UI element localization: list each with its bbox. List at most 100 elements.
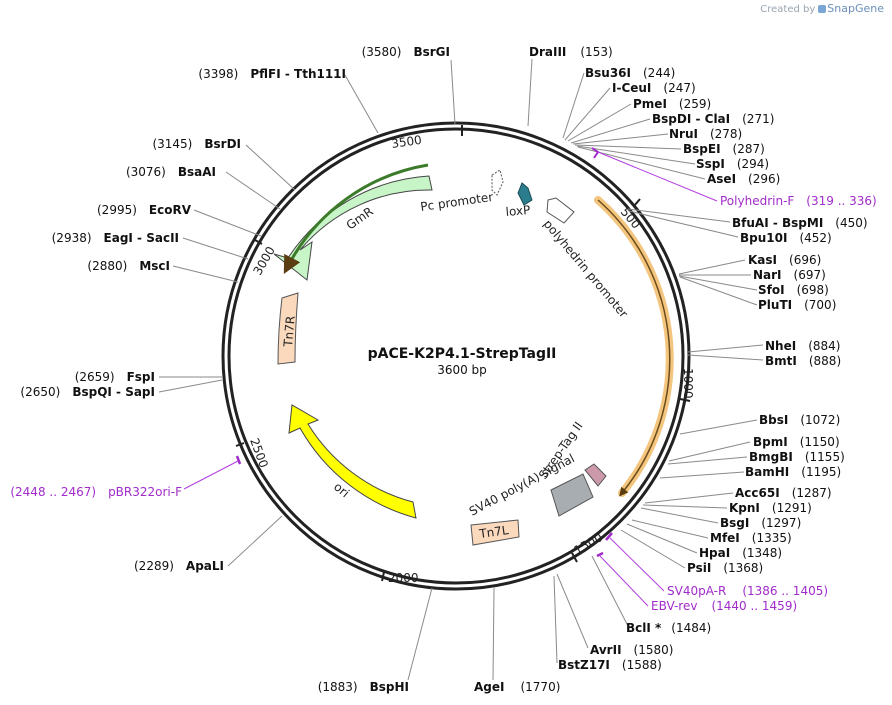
site-label-kpni: KpnI (1291) — [729, 501, 812, 515]
site-pos-hpai: (1348) — [742, 546, 782, 560]
site-pos-eagi-sacii: (2938) — [52, 231, 92, 245]
site-pos-iceui: (247) — [663, 81, 695, 95]
leader-bamhi — [659, 471, 745, 479]
site-name-iceui: I-CeuI — [612, 81, 651, 95]
site-name-bbsi: BbsI — [759, 413, 788, 427]
snapgene-logo-icon — [818, 5, 827, 13]
site-pos-kpni: (1291) — [772, 501, 812, 515]
site-pos-bspqi-sapi: (2650) — [20, 385, 60, 399]
site-pos-agei: (1770) — [520, 680, 560, 694]
plasmid-size: 3600 bp — [437, 363, 487, 377]
leader-bspqi — [158, 379, 223, 393]
site-label-asei: AseI(296) — [707, 172, 780, 186]
leader-bmgbi — [667, 456, 748, 465]
leader-bpmi — [668, 441, 751, 462]
site-label-nari: NarI(697) — [753, 268, 826, 282]
site-label-bspqi-sapi: (2650)BspQI - SapI — [20, 385, 155, 399]
site-pos-bsphi: (1883) — [318, 680, 358, 694]
site-label-bmti: BmtI (888) — [765, 354, 841, 368]
site-pos-bpmi: (1150) — [800, 435, 840, 449]
site-label-bpu10i: Bpu10I(452) — [740, 231, 832, 245]
site-name-nari: NarI — [753, 268, 782, 282]
leader-sfoi — [678, 275, 758, 291]
site-label-kasi: KasI(696) — [748, 253, 821, 267]
leader-bbsi — [679, 419, 758, 435]
site-name-ecorv: EcoRV — [149, 203, 192, 217]
site-name-bstz17i: BstZ17I — [558, 658, 610, 672]
leader-psii — [620, 529, 686, 569]
site-pos-apali: (2289) — [134, 559, 174, 573]
site-label-bpmi: BpmI(1150) — [753, 435, 840, 449]
feature-label-tn7l: Tn7L — [477, 523, 509, 541]
leader-bfuai — [627, 208, 731, 223]
primer-mark-pbr322 — [235, 455, 242, 465]
leader-kasi — [678, 259, 746, 275]
leader-hpai — [626, 523, 698, 554]
site-name-nhei: NheI — [765, 339, 796, 353]
leader-acc65i — [644, 492, 734, 504]
site-name-bsphi: BspHI — [370, 680, 409, 694]
site-label-bsu36i: Bsu36I(244) — [585, 66, 675, 80]
site-name-bspei: BspEI — [683, 142, 721, 156]
site-name-kpni: KpnI — [729, 501, 760, 515]
site-name-msci: MscI — [139, 259, 170, 273]
leader-kpni — [642, 504, 728, 509]
site-pos-fspi: (2659) — [75, 370, 115, 384]
tick-label-1000: 1000 — [681, 368, 695, 399]
brand-prefix: Created by — [760, 4, 816, 15]
site-name-bsrdi: BsrDI — [204, 137, 241, 151]
site-name-fspi: FspI — [127, 370, 155, 384]
site-pos-kasi: (696) — [789, 253, 821, 267]
primer-range-ebvrev: (1440 .. 1459) — [711, 599, 797, 613]
primer-name-pbr322: pBR322ori-F — [108, 485, 182, 499]
site-pos-sspi: (294) — [737, 157, 769, 171]
site-label-bbsi: BbsI (1072) — [759, 413, 840, 427]
site-name-draiii: DraIII — [529, 45, 566, 59]
site-pos-nrui: (278) — [710, 127, 742, 141]
leader-bsrgi — [450, 59, 456, 125]
sv40-polya-box — [550, 473, 594, 517]
site-pos-bbsi: (1072) — [800, 413, 840, 427]
site-label-fspi: (2659) FspI — [75, 370, 155, 384]
site-label-ecorv: (2995) EcoRV — [97, 203, 192, 217]
site-pos-bmgbi: (1155) — [805, 450, 845, 464]
site-pos-psii: (1368) — [723, 561, 763, 575]
leader-eagi — [182, 237, 249, 260]
leader-msci — [172, 265, 239, 283]
site-pos-mfei: (1335) — [752, 531, 792, 545]
leader-pmei — [567, 103, 632, 142]
site-name-agei: AgeI — [474, 680, 504, 694]
site-label-bamhi: BamHI(1195) — [745, 465, 841, 479]
leader-bsphi — [407, 587, 433, 681]
feature-label-pc: Pc promoter — [419, 190, 494, 214]
site-name-bfuai-bspmi: BfuAI - BspMI — [732, 216, 823, 230]
site-pos-bamhi: (1195) — [801, 465, 841, 479]
strep-tag-arrow — [584, 463, 607, 487]
primer-mark-sv40par — [605, 532, 613, 541]
leader-draiii — [527, 58, 533, 127]
site-name-bcli: BclI * — [626, 621, 662, 635]
site-label-bsrdi: (3145)BsrDI — [152, 137, 241, 151]
site-label-bspdi-clai: BspDI - ClaI(271) — [652, 112, 774, 126]
ori-arc — [288, 404, 417, 519]
tick-500 — [633, 198, 641, 207]
site-pos-bmti: (888) — [809, 354, 841, 368]
primer-range-pbr322: (2448 .. 2467) — [10, 485, 96, 499]
site-pos-nhei: (884) — [808, 339, 840, 353]
tn7r-box — [277, 292, 299, 365]
site-pos-bspei: (287) — [733, 142, 765, 156]
site-pos-bspdi-clai: (271) — [742, 112, 774, 126]
feature-label-strep: Strep-Tag II — [536, 419, 586, 481]
site-pos-ecorv: (2995) — [97, 203, 137, 217]
polyhedrin-arc-core — [597, 199, 671, 497]
site-label-bmgbi: BmgBI(1155) — [749, 450, 845, 464]
primer-leader-pbr322 — [183, 460, 239, 490]
site-name-avrii: AvrII — [590, 643, 622, 657]
tick-label-2000: 2000 — [388, 571, 419, 585]
site-name-bmti: BmtI — [765, 354, 797, 368]
feature-label-loxp: loxP — [505, 203, 531, 219]
primer-label-sv40par: SV40pA-R(1386 .. 1405) — [667, 584, 828, 598]
gmr-outer-arc — [283, 163, 429, 274]
plasmid-name: pACE-K2P4.1-StrepTagII — [368, 346, 557, 362]
